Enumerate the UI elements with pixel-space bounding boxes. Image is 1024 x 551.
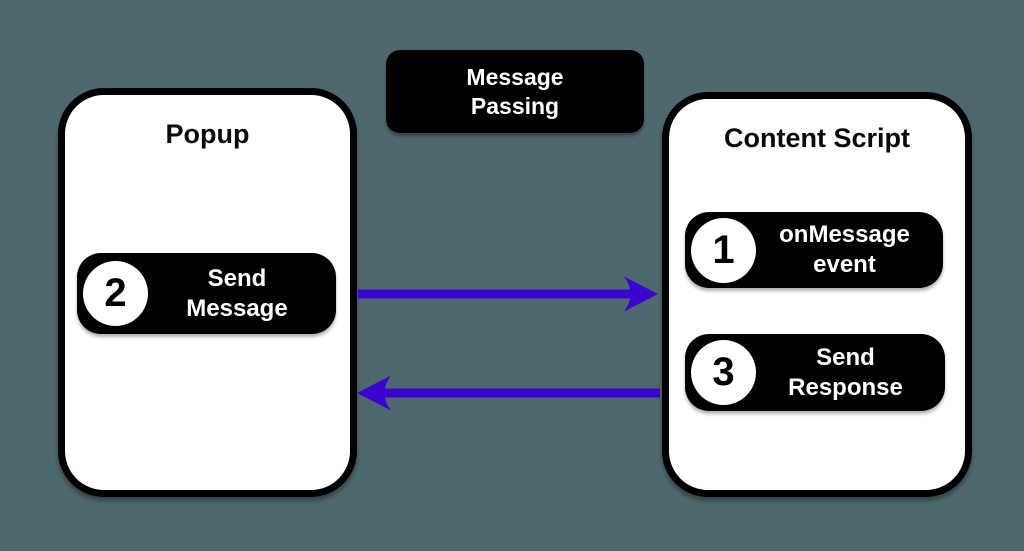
send-message-pill: 2 Send Message	[77, 253, 336, 334]
send-message-line1: Send	[207, 264, 267, 292]
send-message-line2: Message	[186, 294, 288, 322]
forward-arrow	[358, 276, 658, 312]
step-2-number-circle: 2	[83, 261, 148, 326]
step-1-number-circle: 1	[691, 217, 756, 283]
onmessage-event-pill: 1 onMessage event	[685, 212, 943, 288]
content-script-panel-title: Content Script	[724, 123, 910, 153]
send-response-line1: Send	[816, 343, 875, 371]
onmessage-event-label: onMessage event	[756, 220, 943, 280]
send-response-pill: 3 Send Response	[685, 334, 945, 411]
message-passing-line1: Message	[466, 63, 564, 90]
popup-panel-title: Popup	[165, 119, 250, 149]
return-arrowhead-icon	[357, 375, 391, 411]
return-arrow	[357, 375, 660, 411]
send-response-label: Send Response	[756, 343, 945, 403]
step-3-number-circle: 3	[691, 340, 756, 405]
content-script-panel: Content Script	[662, 92, 972, 497]
message-passing-title-box: Message Passing	[386, 50, 644, 133]
forward-arrowhead-icon	[624, 276, 658, 312]
message-passing-line2: Passing	[470, 92, 560, 119]
onmessage-event-line1: onMessage	[779, 221, 910, 248]
send-response-line2: Response	[788, 373, 903, 401]
onmessage-event-line2: event	[813, 251, 876, 278]
send-message-label: Send Message	[148, 264, 336, 324]
